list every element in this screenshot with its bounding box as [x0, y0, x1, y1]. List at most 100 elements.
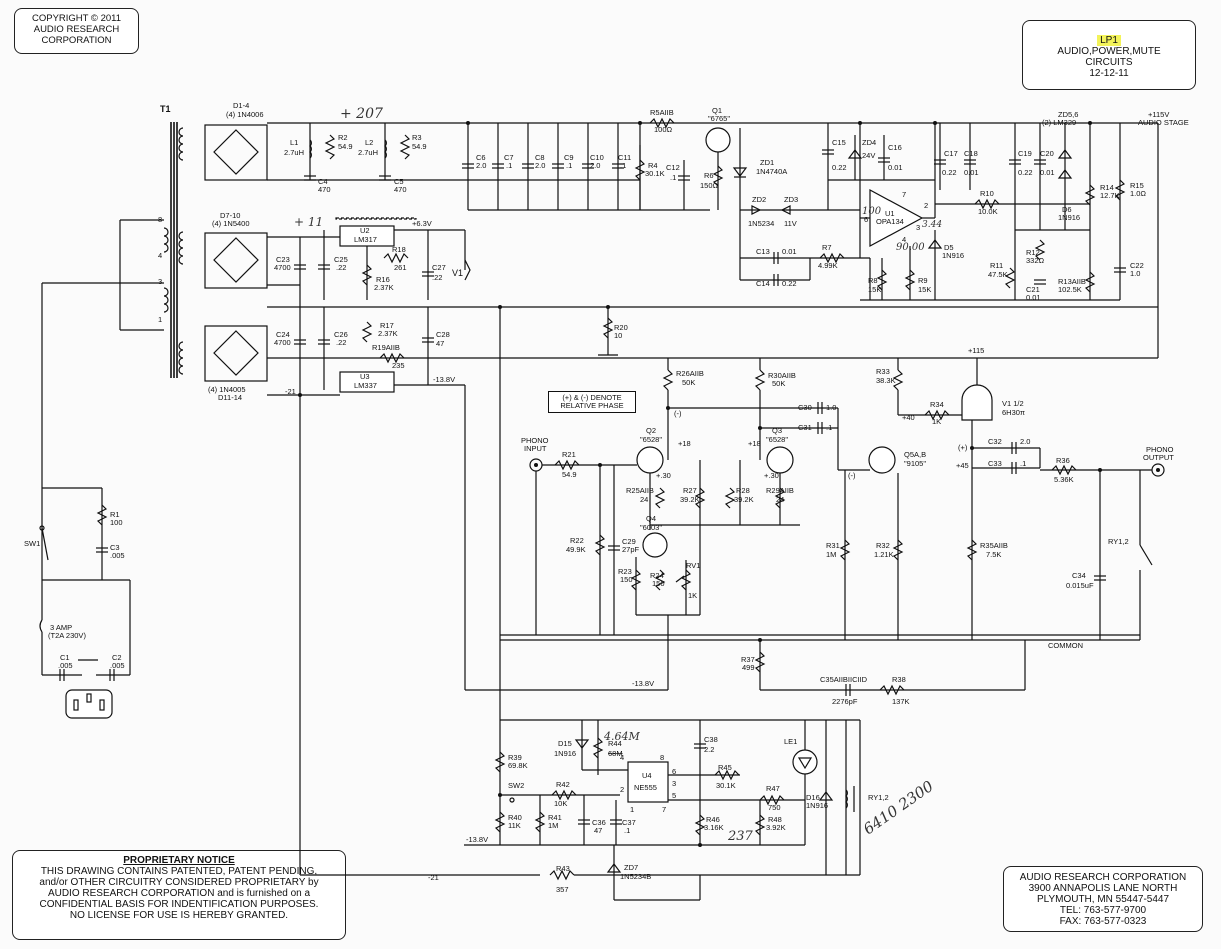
label-r40-value: 11K [508, 821, 521, 830]
label-r8-value: 15K [868, 285, 881, 294]
label-q3: Q3 [772, 426, 782, 435]
label-r13-value: 102.5K [1058, 285, 1082, 294]
label-c27-value: .22 [432, 273, 442, 282]
label-c22: C22 [1130, 261, 1144, 270]
label-r37-value: 499 [742, 663, 755, 672]
sw2-switch [509, 797, 515, 803]
title-date: 12-12-11 [1089, 68, 1129, 79]
label-c21: C21 [1026, 285, 1040, 294]
label-c29-value: 27pF [622, 545, 640, 554]
label-u1-value: OPA134 [876, 217, 904, 226]
label-c4-value: 470 [318, 185, 331, 194]
label-c6-value: 2.0 [476, 161, 486, 170]
address-fax: FAX: 763-577-0323 [1059, 916, 1147, 927]
address-city: PLYMOUTH, MN 55447-5447 [1036, 894, 1170, 905]
pin-label: 4 [620, 753, 624, 762]
label-r39: R39 [508, 753, 522, 762]
label-c16: C16 [888, 143, 902, 152]
label-c3: C3 [110, 543, 120, 552]
label-r20-value: 10 [614, 331, 622, 340]
label-u4-value: NE555 [634, 783, 657, 792]
label-r32: R32 [876, 541, 890, 550]
label-c7: C7 [504, 153, 514, 162]
label-u4: U4 [642, 771, 652, 780]
pin-label: 6 [672, 767, 676, 776]
handwritten-207: + 207 [340, 106, 383, 122]
label-r12: R12 [1026, 248, 1040, 257]
copyright-box: COPYRIGHT © 2011 AUDIO RESEARCH CORPORAT… [14, 8, 139, 54]
label-r18: R18 [392, 245, 406, 254]
label-zd3-value: 11V [784, 219, 797, 228]
label-d5-value: 1N916 [942, 251, 964, 260]
label-r22-value: 49.9K [566, 545, 586, 554]
label-r39-value: 69.8K [508, 761, 528, 770]
label-r45: R45 [718, 763, 732, 772]
label-v1-tube: V1 1/2 [1002, 399, 1024, 408]
label-r7: R7 [822, 243, 832, 252]
label-q5: Q5A,B [904, 450, 926, 459]
label-c10-value: 2.0 [590, 161, 600, 170]
label-audio-stage: AUDIO STAGE [1138, 118, 1189, 127]
label-c28-value: 47 [436, 339, 444, 348]
label-c12-value: .1 [670, 173, 676, 182]
label-r36: R36 [1056, 456, 1070, 465]
label-r11-value: 47.5K [988, 270, 1008, 279]
copyright-line3: CORPORATION [41, 35, 112, 46]
label-r16: R16 [376, 275, 390, 284]
label-r15: R15 [1130, 181, 1144, 190]
label-fuse-rating: (T2A 230V) [48, 631, 86, 640]
label-c18-value: 0.01 [964, 168, 979, 177]
label-r30-value: 50K [772, 379, 785, 388]
label-r46-value: 3.16K [704, 823, 724, 832]
label-zd4-value: 24V [862, 151, 875, 160]
label-phase-plus: (+) [958, 443, 968, 452]
label-phase-minus: (-) [674, 409, 682, 418]
label-r4: R4 [648, 161, 658, 170]
label-r42-value: 10K [554, 799, 567, 808]
label-r43: R43 [556, 864, 570, 873]
label-c16-value: 0.01 [888, 163, 903, 172]
label-c29: C29 [622, 537, 636, 546]
label-d15: D15 [558, 739, 572, 748]
address-tel: TEL: 763-577-9700 [1059, 905, 1147, 916]
label-zd56: ZD5,6 [1058, 110, 1078, 119]
copyright-line1: COPYRIGHT © 2011 [31, 13, 121, 24]
label-c18: C18 [964, 149, 978, 158]
label-d16: D16 [806, 793, 820, 802]
pin-label: 1 [630, 805, 634, 814]
label-c30: C30 [798, 403, 812, 412]
label-u2: U2 [360, 226, 370, 235]
label-q3-value: "6528" [766, 435, 788, 444]
label-c38-value: 2.2 [704, 745, 714, 754]
label-plus18-a: +18 [678, 439, 691, 448]
pin-label: 2 [924, 201, 928, 210]
label-c34: C34 [1072, 571, 1086, 580]
label-q2-value: "6528" [640, 435, 662, 444]
label-c11: C11 [618, 153, 631, 162]
label-r27: R27 [683, 486, 697, 495]
label-c2: C2 [112, 653, 122, 662]
label-r40: R40 [508, 813, 522, 822]
label-c15: C15 [832, 138, 846, 147]
handwritten-100: 100 [862, 206, 882, 217]
label-r21: R21 [562, 450, 576, 459]
label-c23-value: 4700 [274, 263, 291, 272]
label-r2-value: 54.9 [338, 142, 353, 151]
label-zd7: ZD7 [624, 863, 638, 872]
label-r14: R14 [1100, 183, 1114, 192]
pin-label: 3 [672, 779, 676, 788]
label-c2-value: .005 [110, 661, 125, 670]
label-c19: C19 [1018, 149, 1032, 158]
label-r20: R20 [614, 323, 628, 332]
label-d6-value: 1N916 [1058, 213, 1080, 222]
label-c25: C25 [334, 255, 348, 264]
bridge-d1-4: D1-4 (4) 1N4006 [204, 101, 268, 181]
label-c33-value: .1 [1020, 459, 1026, 468]
label-d11-14-part: (4) 1N4005 [208, 385, 246, 394]
label-d1-4: D1-4 [233, 101, 249, 110]
label-r3: R3 [412, 133, 422, 142]
address-block: AUDIO RESEARCH CORPORATION 3900 ANNAPOLI… [1003, 866, 1203, 932]
label-r9: R9 [918, 276, 928, 285]
